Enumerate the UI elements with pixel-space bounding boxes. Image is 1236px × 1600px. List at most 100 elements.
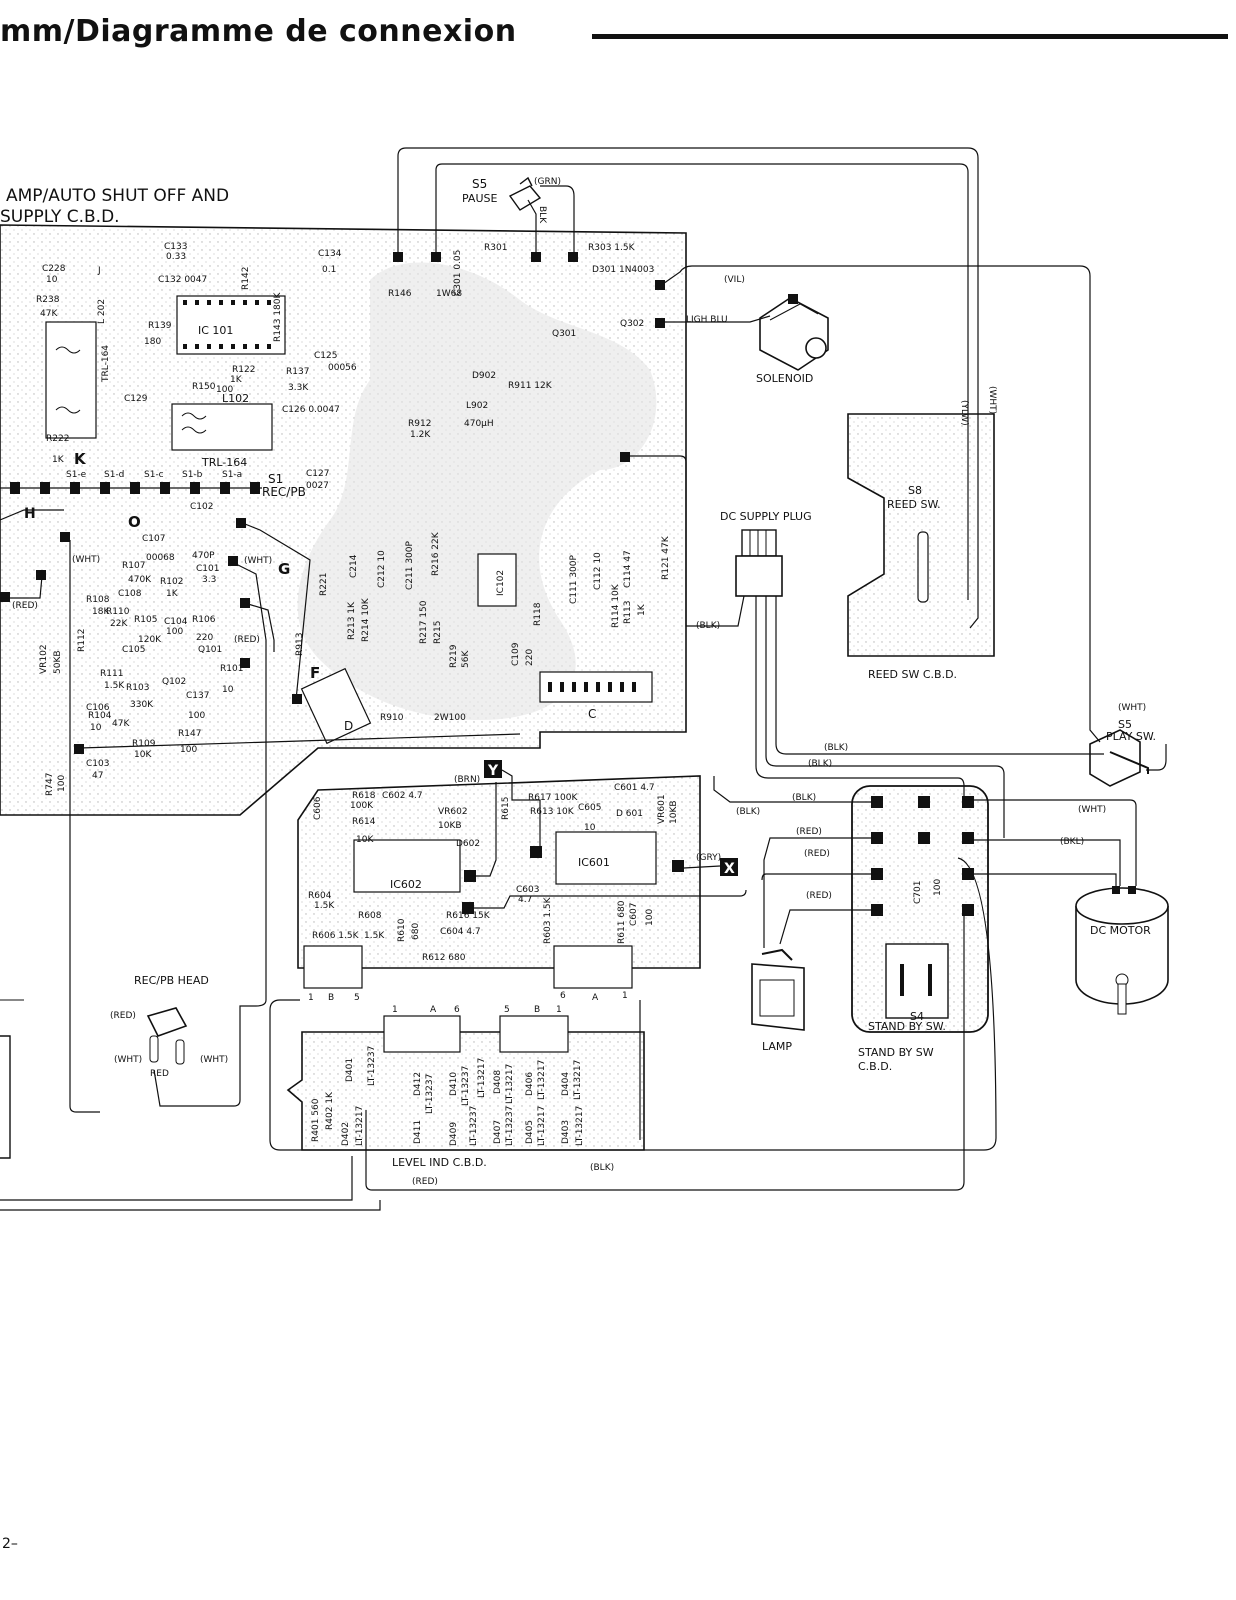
s1-contact-d: S1-d [104,470,124,480]
marker-f: F [310,664,320,682]
r614-value: 10K [356,835,374,845]
reed-board-label: REED SW C.B.D. [868,668,957,681]
r613-label: R613 10K [530,807,575,817]
conn-a-top-1: 1 [392,1005,398,1015]
r618-label: R618 [352,791,376,801]
d602-label: D602 [456,839,480,849]
c603-value: 4.7 [518,895,532,905]
lt1-label: LT-13237 [367,1046,377,1086]
r143-label: R143 180K [273,292,283,342]
ligh-blu-wire-label: LIGH BLU [686,315,728,325]
trl-164-label-right: TRL-164 [201,456,247,469]
r615-label: R615 [501,797,511,820]
s4-label-2: STAND BY SW. [868,1020,946,1033]
r112-label: R112 [77,629,87,652]
blk-bottom-wire-label: (BLK) [590,1163,614,1173]
lt3-label: LT-13237 [425,1074,435,1114]
red-head-wire-label: (RED) [110,1011,136,1021]
main-board-title: AMP/AUTO SHUT OFF AND [6,186,229,206]
level-meter-parts: R618 100K C602 4.7 VR602 10KB R617 100K … [308,783,679,963]
r603-label: R603 1.5K [543,896,553,944]
c604-label: C604 4.7 [440,927,481,937]
wht-label-a: (WHT) [72,555,100,565]
r103-label: R103 [126,683,149,693]
c602-label: C602 4.7 [382,791,423,801]
s1-label-2: REC/PB [262,485,306,499]
r747-label: R747 [45,773,55,796]
r214-label: R214 10K [361,597,371,642]
c133-label: C133 [164,242,187,252]
r107-value: 470K [128,575,152,585]
conn-a-right-6: 6 [560,991,566,1001]
r101-label: R101 [220,664,243,674]
marker-y-label: Y [487,763,499,779]
c134-value: 0.1 [322,265,336,275]
r102-value: 1K [166,589,179,599]
lt4-label: LT-13237 [461,1066,471,1106]
vil-wire-label: (VIL) [724,275,745,285]
q101-label: Q101 [198,645,222,655]
dc-supply-plug: DC SUPPLY PLUG (BLK) [696,510,812,631]
q102-label: Q102 [162,677,186,687]
red-wire-label-3: (RED) [806,891,832,901]
bkl-wire-label: (BKL) [1060,837,1084,847]
blk-wire-label-2: (BLK) [808,759,832,769]
d301-label: D301 1N4003 [592,265,654,275]
dc-supply-plug-label: DC SUPPLY PLUG [720,510,812,523]
conn-b-top-5: 5 [504,1005,510,1015]
standby-board-label-2: C.B.D. [858,1060,892,1073]
c111-label: C111 300P [569,554,579,604]
r109-value: 10K [134,750,152,760]
r114-label: R114 10K [611,583,621,628]
r111-label: R111 [100,669,123,679]
r608-value: 1.5K [364,931,385,941]
c106-value: 10 [90,723,102,733]
conn-a-top-6: 6 [454,1005,460,1015]
c108-label: C108 [118,589,142,599]
c133-value: 0.33 [166,252,186,262]
r912-value: 1.2K [410,430,431,440]
rec-pb-head: REC/PB HEAD (RED) (WHT) (WHT) RED [110,974,228,1079]
gry-wire-label: (GRY) [696,853,721,863]
lt10-label: LT-13217 [573,1060,583,1100]
conn-b-top-1: 1 [556,1005,562,1015]
conn-a-right-a: A [592,993,599,1003]
r106-value: 220 [196,633,213,643]
connector-c: C [539,671,653,721]
d408-label: D408 [493,1070,503,1094]
c103-label: C103 [86,759,109,769]
c107-label: C107 [142,534,165,544]
dc-motor: DC MOTOR [1075,886,1169,1015]
c109-value: 220 [525,649,535,666]
s4-label: S4 [910,1010,924,1023]
r216-label: R216 22K [431,531,441,576]
trl-164-label-left: TRL-164 [101,345,111,383]
level-indicator-parts: R401 560 R402 1K D401 D402 LT-13237 LT-1… [311,1046,585,1146]
r108-value: 18K [92,607,110,617]
r238-value: 47K [40,309,58,319]
lt8-label: LT-13237 [469,1106,479,1146]
marker-g: G [278,560,290,578]
level-indicator-board: 1 A 6 5 B 1 LEVEL IND C.B.D. [286,1005,645,1169]
lamp-label: LAMP [762,1040,792,1053]
r910-label: R910 [380,713,404,723]
c701-label: C701 [913,881,923,904]
r147-value: 100 [180,745,197,755]
blk-wire-label-1: (BLK) [824,743,848,753]
r105-value: 120K [138,635,162,645]
ic-602-label: IC602 [390,878,422,891]
c137-value: 100 [188,711,205,721]
c701-value: 100 [933,879,943,896]
r604-value: 1.5K [314,901,335,911]
s8-label: S8 [908,484,922,497]
rec-pb-head-label: REC/PB HEAD [134,974,209,987]
r747-value: 100 [57,775,67,792]
title-rule [592,34,1228,39]
c101-label: C101 [196,564,219,574]
r913-label: R913 [295,633,305,656]
wht-right-wire-label: (WHT) [987,386,997,414]
c134-label: C134 [318,249,342,259]
d412-label: D412 [413,1072,423,1096]
d410-label: D410 [449,1072,459,1096]
